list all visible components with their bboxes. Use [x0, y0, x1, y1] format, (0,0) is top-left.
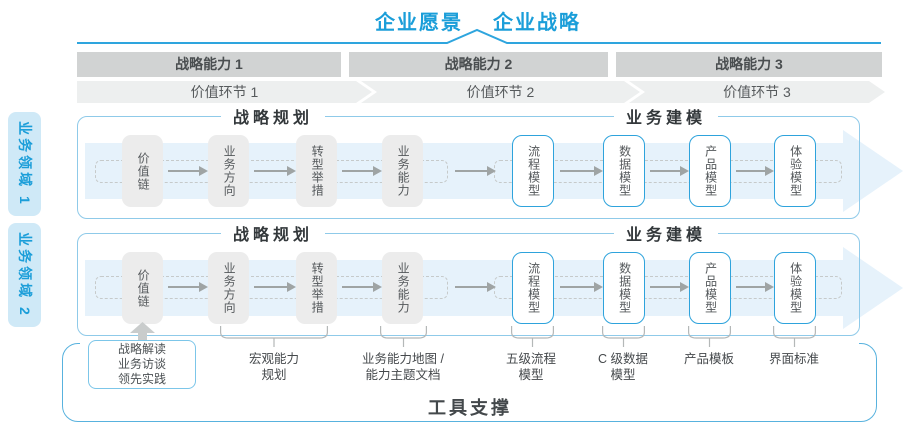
brace-icon	[602, 326, 645, 347]
flow-arrow-icon	[342, 166, 382, 176]
lane-1-node-value-chain: 价值链	[122, 135, 163, 207]
lane-2-modeling-header: 业务建模	[613, 221, 719, 245]
tool-support-label: 工具支撑	[428, 398, 512, 418]
flow-arrow-icon	[168, 282, 208, 292]
flow-arrow-icon	[650, 282, 689, 292]
flow-arrow-icon	[342, 282, 382, 292]
lane-1-node-transformation: 转型举措	[296, 135, 337, 207]
lane-1-node-business-direction: 业务方向	[208, 135, 249, 207]
lane-2-node-business-capability: 业务能力	[382, 252, 423, 324]
lane-2-node-business-direction: 业务方向	[208, 252, 249, 324]
annotation-macro-capability: 宏观能力 规划	[248, 352, 300, 382]
practice-sources-box: 战略解读 业务访谈 领先实践	[88, 340, 196, 389]
lane-1-planning-header: 战略规划	[220, 104, 326, 128]
annotation-product-template: 产品模板	[683, 352, 735, 366]
vision-divider-line	[77, 28, 881, 44]
top-titles: 企业愿景 企业战略	[375, 6, 581, 35]
capability-bar-1: 战略能力 1	[77, 52, 341, 77]
business-domain-2: 业务领域 2	[8, 223, 41, 327]
lane-2-node-experience-model: 体验模型	[774, 252, 816, 324]
flow-arrow-icon	[736, 282, 774, 292]
lane-1-node-process-model: 流程模型	[512, 135, 554, 207]
annotation-data-model: C 级数据 模型	[597, 352, 649, 382]
flow-arrow-icon	[254, 166, 296, 176]
lane-1-node-experience-model: 体验模型	[774, 135, 816, 207]
flow-arrow-icon	[254, 282, 296, 292]
capability-bar-3: 战略能力 3	[616, 52, 882, 77]
business-domain-2-label: 业务领域 2	[16, 232, 33, 318]
flow-arrow-icon	[560, 166, 603, 176]
flow-arrow-icon	[455, 166, 496, 176]
annotation-process-model: 五级流程 模型	[505, 352, 557, 382]
lane-2-node-product-model: 产品模型	[689, 252, 731, 324]
capability-bar-2: 战略能力 2	[349, 52, 608, 77]
business-domain-1: 业务领域 1	[8, 112, 41, 216]
lane-2-planning-header: 战略规划	[220, 221, 326, 245]
flow-arrow-icon	[560, 282, 603, 292]
lane-1-strategy-dashed-frame	[95, 160, 448, 183]
brace-icon	[688, 326, 731, 347]
strategy-title: 企业战略	[493, 12, 581, 34]
up-arrow-icon	[130, 322, 155, 344]
lane-1-modeling-header: 业务建模	[613, 104, 719, 128]
lane-1-node-business-capability: 业务能力	[382, 135, 423, 207]
flow-arrow-icon	[455, 282, 496, 292]
lane-2-node-process-model: 流程模型	[512, 252, 554, 324]
value-link-chevron-1: 价值环节 1	[77, 81, 372, 103]
lane-1-node-data-model: 数据模型	[603, 135, 645, 207]
lane-2-node-value-chain: 价值链	[122, 252, 163, 324]
brace-icon	[773, 326, 816, 347]
brace-icon	[220, 326, 328, 347]
flow-arrow-icon	[168, 166, 208, 176]
brace-icon	[380, 326, 427, 347]
value-link-chevron-2: 价值环节 2	[361, 81, 640, 103]
lane-2-strategy-dashed-frame	[95, 276, 448, 299]
lane-2-node-data-model: 数据模型	[603, 252, 645, 324]
lane-2-node-transformation: 转型举措	[296, 252, 337, 324]
vision-title: 企业愿景	[375, 12, 463, 34]
business-domain-1-label: 业务领域 1	[16, 121, 33, 207]
flow-arrow-icon	[650, 166, 689, 176]
lane-1-node-product-model: 产品模型	[689, 135, 731, 207]
flow-arrow-icon	[736, 166, 774, 176]
annotation-capability-map: 业务能力地图 / 能力主题文档	[362, 352, 444, 382]
annotation-ui-standard: 界面标准	[768, 352, 820, 366]
tool-support-top-cover	[80, 341, 859, 347]
lane-2-container	[77, 233, 860, 336]
lane-1-container	[77, 116, 860, 219]
value-link-chevron-3: 价值环节 3	[629, 81, 885, 103]
brace-icon	[511, 326, 554, 347]
